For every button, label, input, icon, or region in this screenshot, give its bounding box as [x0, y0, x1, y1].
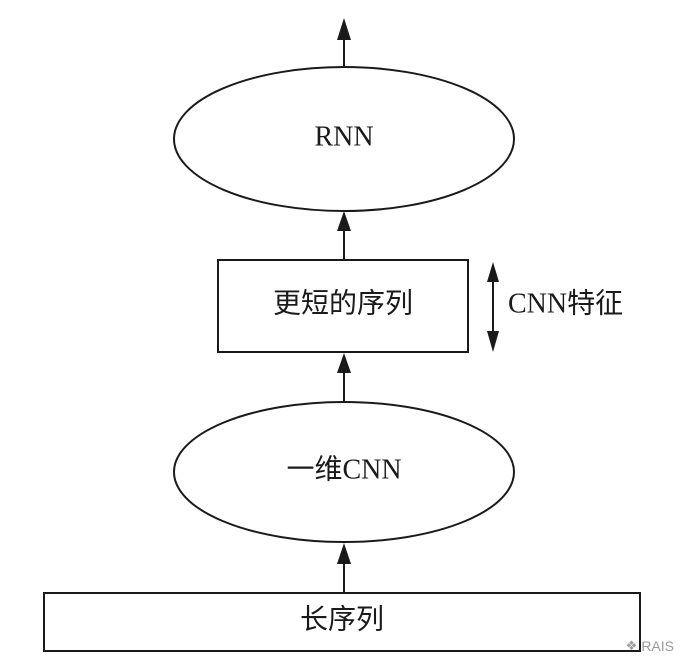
cnn-features-label: CNN特征 [508, 287, 623, 319]
rnn-label: RNN [314, 121, 373, 152]
cnn-1d-node: 一维CNN [173, 401, 515, 543]
long-sequence-node: 长序列 [43, 592, 641, 652]
long-sequence-label: 长序列 [300, 603, 384, 635]
cnn-features-double-arrow [487, 262, 499, 352]
arrow-to-shorter-sequence [337, 353, 351, 402]
output-arrow [337, 18, 351, 67]
watermark: ❖ RAIS [626, 638, 674, 654]
arrow-to-cnn-1d [337, 543, 351, 593]
wechat-icon: ❖ [625, 638, 638, 653]
shorter-sequence-label: 更短的序列 [273, 287, 413, 319]
shorter-sequence-node: 更短的序列 [217, 259, 469, 353]
cnn-1d-label: 一维CNN [286, 453, 401, 485]
rnn-node: RNN [173, 66, 515, 212]
watermark-text: RAIS [641, 638, 674, 654]
arrow-to-rnn [337, 211, 351, 260]
